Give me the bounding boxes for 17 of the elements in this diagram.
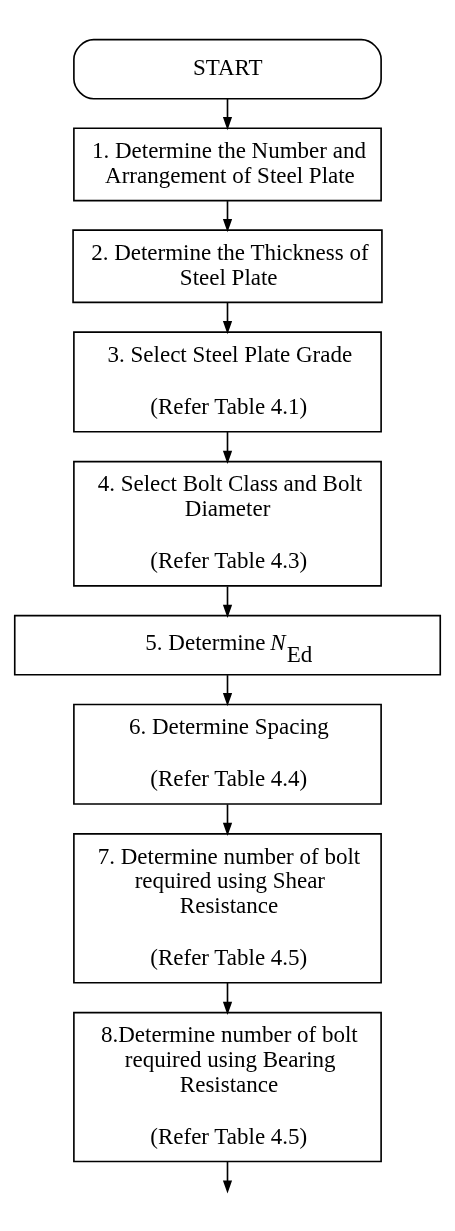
node-box: 2. Determine the Thickness of Steel Plate xyxy=(72,228,383,303)
node-box: 3. Select Steel Plate Grade (Refer Table 4.1) xyxy=(73,330,382,433)
arrow xyxy=(222,981,233,1015)
node-box: 1. Determine the Number and Arrangement of Steel Plate xyxy=(73,126,382,201)
node-box: 6. Determine Spacing (Refer Table 4.4) xyxy=(73,703,382,805)
arrow xyxy=(222,97,233,130)
arrow xyxy=(222,673,233,706)
arrow xyxy=(222,301,233,334)
node-box: 4. Select Bolt Class and Bolt Diameter (Refer Table 4.3) xyxy=(73,460,382,587)
arrow xyxy=(222,199,233,232)
node-box: 7. Determine number of bolt required using Shear Resistance (Refer Table 4.5) xyxy=(73,832,382,984)
arrow xyxy=(222,1160,233,1194)
arrow xyxy=(222,430,233,464)
arrow xyxy=(222,585,233,618)
node-box: 8.Determine number of bolt required using Bearing Resistance (Refer Table 4.5) xyxy=(73,1011,382,1162)
node-box: START xyxy=(73,38,382,100)
arrow xyxy=(222,803,233,836)
